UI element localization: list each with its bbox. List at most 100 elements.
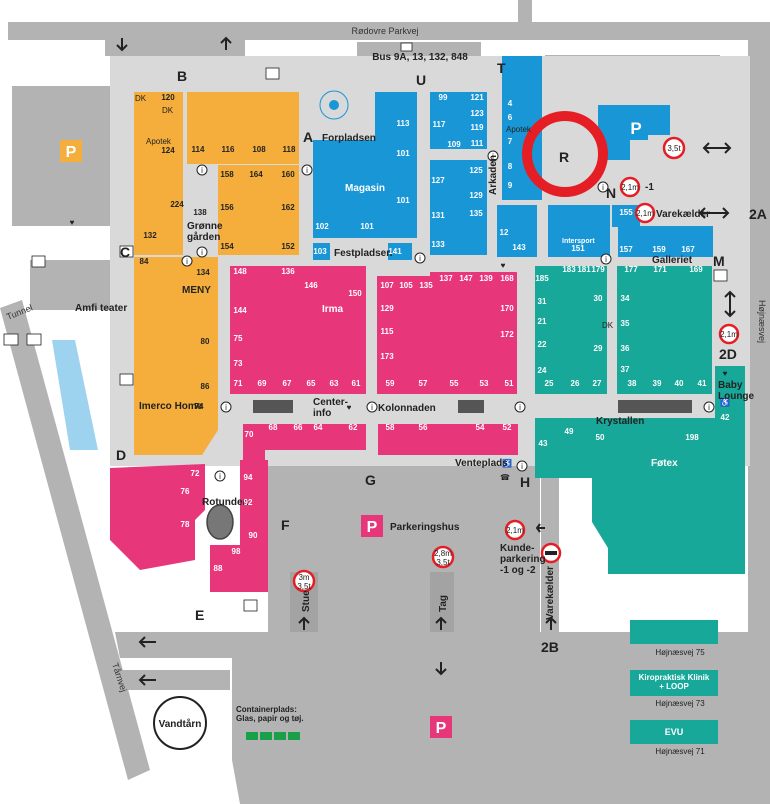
- info-icon: i: [414, 252, 426, 264]
- info-icon: i: [600, 253, 612, 265]
- svg-text:♥: ♥: [70, 218, 75, 227]
- area-west-strip: [30, 260, 110, 310]
- unit-number-172: 172: [500, 330, 514, 339]
- unit-number-61: 61: [352, 379, 361, 388]
- blue-block-12: [497, 205, 537, 257]
- unit-number-88: 88: [214, 564, 223, 573]
- unit-number-114: 114: [192, 145, 205, 154]
- road-top-right-stub: [518, 0, 532, 22]
- svg-text:i: i: [201, 248, 203, 257]
- store-irma: Irma: [322, 304, 344, 315]
- unit-number-74: 74: [195, 402, 204, 411]
- svg-text:♥: ♥: [347, 403, 352, 412]
- unit-number-124: 124: [161, 146, 175, 155]
- container-label: Containerplads:Glas, papir og tøj.: [236, 705, 304, 723]
- info-icon: i: [366, 401, 378, 413]
- info-icon: i: [516, 460, 528, 472]
- rotunden-fountain-icon: [206, 504, 234, 540]
- unit-number-63: 63: [330, 379, 339, 388]
- unit-number-158: 158: [220, 170, 234, 179]
- unit-number-35: 35: [621, 319, 630, 328]
- unit-number-118: 118: [283, 145, 296, 154]
- building-75-address: Højnæsvej 75: [655, 648, 705, 657]
- unit-number-148: 148: [233, 267, 247, 276]
- svg-text:2,1m: 2,1m: [621, 183, 639, 192]
- unit-number-66: 66: [294, 423, 303, 432]
- unit-number-24: 24: [538, 366, 547, 375]
- unit-number-34: 34: [621, 294, 630, 303]
- unit-number-160: 160: [281, 170, 295, 179]
- store-dk-2: DK: [162, 106, 174, 115]
- height-limit-icon: 2,1m: [504, 519, 526, 541]
- entrance-label-G: G: [365, 472, 376, 488]
- unit-number-123: 123: [470, 109, 484, 118]
- unit-number-6: 6: [508, 113, 513, 122]
- unit-number-102: 102: [315, 222, 329, 231]
- unit-number-146: 146: [304, 281, 318, 290]
- unit-number-132: 132: [143, 231, 157, 240]
- unit-number-115: 115: [381, 327, 394, 336]
- bike-icon: [119, 373, 134, 386]
- unit-number-68: 68: [269, 423, 278, 432]
- arrow-down-icon: [435, 662, 447, 676]
- road-label-tag: Tag: [438, 595, 449, 612]
- height-limit-icon: 2,1m: [718, 323, 740, 345]
- container-bins: [246, 732, 300, 740]
- info-icon: i: [214, 470, 226, 482]
- store-magasin: Magasin: [345, 183, 385, 194]
- entrance-label-E: E: [195, 607, 204, 623]
- arrow-left-icon: [138, 636, 156, 648]
- unit-number-154: 154: [220, 242, 234, 251]
- heart-icon: ♥: [70, 218, 75, 227]
- magenta-block-70: [243, 424, 366, 460]
- unit-number-90: 90: [249, 531, 258, 540]
- svg-text:i: i: [519, 403, 521, 412]
- unit-number-84: 84: [140, 257, 149, 266]
- store-intersport: Intersport: [562, 238, 595, 245]
- unit-number-171: 171: [653, 265, 667, 274]
- svg-text:P: P: [436, 720, 447, 737]
- road-label-varekaelder: Varekælder: [545, 566, 556, 620]
- svg-text:i: i: [419, 254, 421, 263]
- unit-number-42: 42: [721, 413, 730, 422]
- unit-number-101: 101: [396, 196, 410, 205]
- unit-number-64: 64: [314, 423, 323, 432]
- unit-number-99: 99: [439, 93, 448, 102]
- magenta-zone: [110, 266, 518, 592]
- blue-block-103: [313, 243, 330, 260]
- unit-number-185: 185: [535, 274, 549, 283]
- water-tower: [153, 696, 207, 750]
- unit-number-103: 103: [313, 247, 327, 256]
- unit-number-56: 56: [419, 423, 428, 432]
- road-rodovre-parkvej: [8, 22, 770, 40]
- unit-number-36: 36: [621, 344, 630, 353]
- building-75: [630, 620, 718, 644]
- blue-block-155: [612, 205, 640, 227]
- unit-number-116: 116: [222, 145, 235, 154]
- unit-number-181: 181: [577, 265, 591, 274]
- building-71-name: EVU: [665, 727, 684, 737]
- unit-number-71: 71: [234, 379, 243, 388]
- svg-text:2,8m3,5t: 2,8m3,5t: [434, 549, 452, 567]
- svg-text:P: P: [66, 144, 77, 161]
- fotex-block: [535, 418, 745, 574]
- unit-number-170: 170: [500, 304, 514, 313]
- blue-block-99: [430, 92, 487, 149]
- bike-icon: [713, 269, 728, 282]
- unit-number-133: 133: [431, 240, 445, 249]
- magenta-block-58: [378, 424, 518, 455]
- area-rotunden: Rotunden: [202, 497, 249, 508]
- area-kundeparkering: Kunde-parkering-1 og -2: [500, 543, 546, 576]
- bike-icon: [31, 255, 46, 268]
- unit-number-92: 92: [244, 498, 253, 507]
- svg-text:i: i: [521, 462, 523, 471]
- entrance-label-U: U: [416, 72, 426, 88]
- unit-number-25: 25: [545, 379, 554, 388]
- svg-text:3m3,5t: 3m3,5t: [297, 573, 311, 591]
- blue-block-157: [618, 226, 713, 257]
- parking-south: [232, 658, 748, 804]
- unit-number-57: 57: [419, 379, 428, 388]
- unit-number-139: 139: [479, 274, 493, 283]
